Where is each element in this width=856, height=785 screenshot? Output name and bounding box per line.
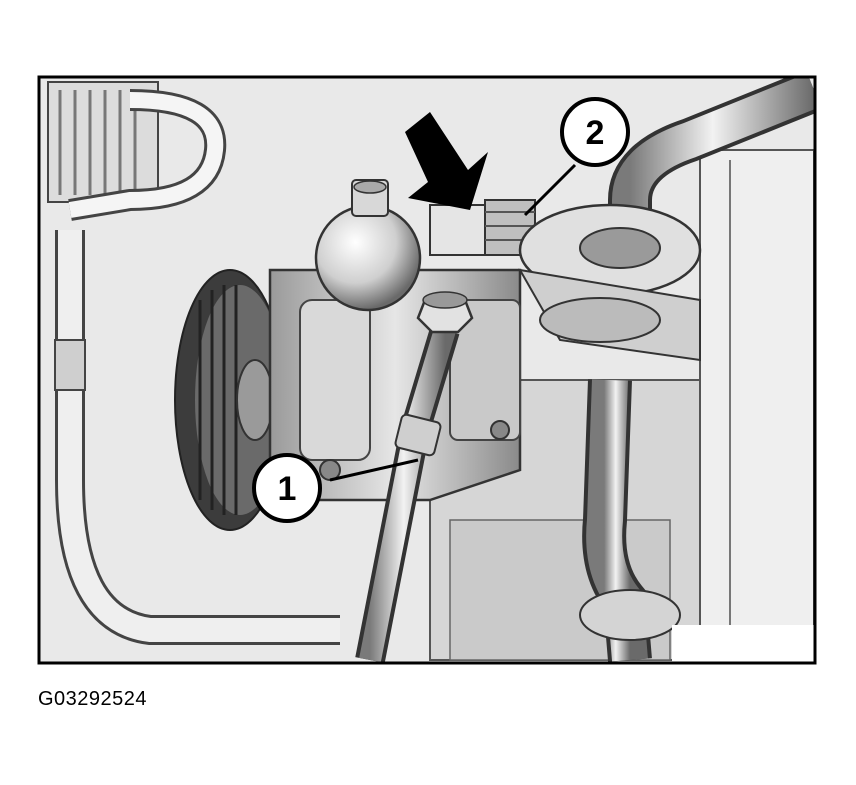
side-panel [699, 149, 814, 662]
direction-arrow [405, 112, 488, 210]
callout-2-label: 2 [586, 114, 605, 152]
banjo-fitting [429, 199, 536, 256]
figure-frame [37, 75, 817, 665]
reservoir [314, 179, 422, 312]
pump-pulley [174, 269, 286, 531]
pressure-hose [355, 291, 474, 662]
figure-caption: G03292524 [38, 688, 148, 710]
hose-bracket [518, 203, 702, 362]
illustration: 1 2 [40, 78, 814, 662]
callout-2: 2 [523, 97, 630, 217]
callout-1-label: 1 [278, 470, 297, 508]
callout-1: 1 [252, 453, 419, 523]
